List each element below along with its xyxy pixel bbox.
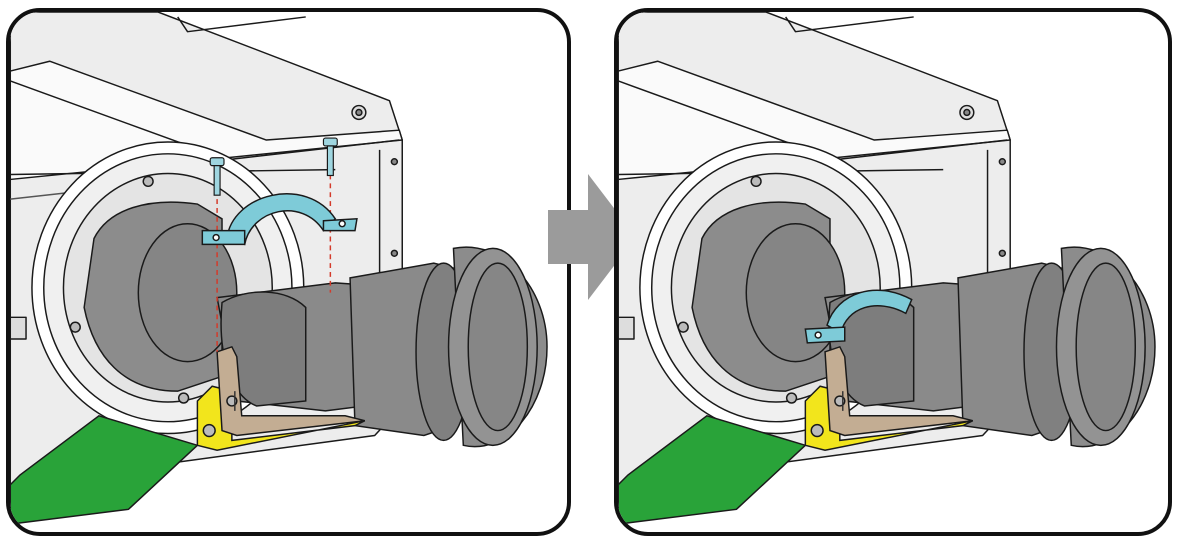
lens-assembly xyxy=(83,201,548,448)
clamp-screws xyxy=(209,137,338,196)
lens-assembly xyxy=(691,201,1156,448)
illustration-after xyxy=(618,12,1156,525)
mount-bracket xyxy=(618,345,974,525)
mount-bracket xyxy=(10,345,366,525)
lens-clamp xyxy=(804,289,913,344)
panel-before xyxy=(6,8,571,536)
panel-after xyxy=(614,8,1172,536)
alignment-guide-lines xyxy=(216,174,332,352)
lens-clamp xyxy=(201,193,358,246)
step-arrow-icon xyxy=(548,174,636,300)
illustration-before xyxy=(10,12,548,525)
